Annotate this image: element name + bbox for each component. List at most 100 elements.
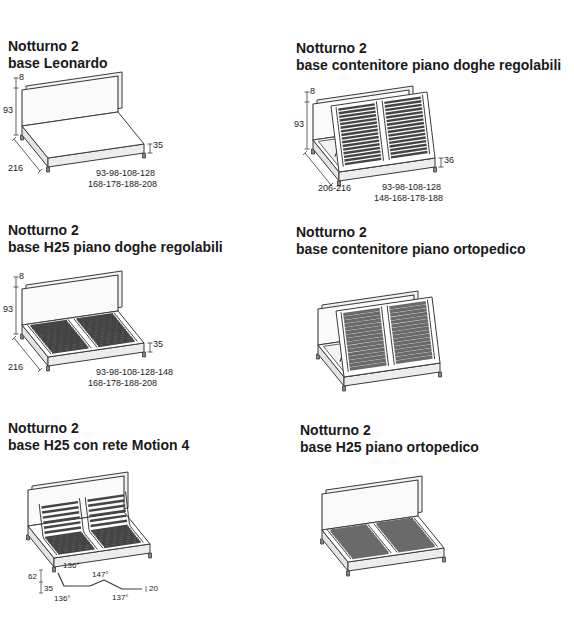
slat <box>88 500 124 505</box>
bed-leg <box>347 571 350 576</box>
slat <box>350 364 386 369</box>
angle: 136° <box>63 561 80 570</box>
slat <box>104 542 140 547</box>
dimension-line <box>14 334 19 335</box>
dimension: 8 <box>19 271 24 281</box>
panel-subtitle: base H25 con rete Motion 4 <box>8 437 189 453</box>
panel-title: Notturno 2 <box>8 420 79 436</box>
dimension: 168-178-188-208 <box>88 179 157 189</box>
panel-subtitle: base H25 piano ortopedico <box>300 439 479 455</box>
slat <box>41 502 77 507</box>
bed-leg <box>149 553 152 558</box>
panel-title: Notturno 2 <box>8 222 79 238</box>
base-top <box>22 311 144 357</box>
bed-leg <box>47 167 50 172</box>
dimension-line <box>441 158 442 167</box>
dimension-line <box>305 149 310 150</box>
dimension-line <box>303 151 307 155</box>
slat <box>88 495 124 500</box>
dimension: 36 <box>444 155 454 165</box>
panel-title: Notturno 2 <box>300 422 371 438</box>
slat <box>98 341 134 346</box>
dimension: 35 <box>153 339 163 349</box>
slat <box>43 517 79 522</box>
bed-drawing <box>317 291 442 391</box>
dimension: 93 <box>3 304 13 314</box>
dimension: 93-98-108-128 <box>96 168 155 178</box>
dimension-line <box>39 593 43 594</box>
dimension-line <box>307 92 308 149</box>
dimension-line <box>305 102 310 103</box>
bed-leg <box>439 372 442 377</box>
dimension: 35 <box>153 140 163 150</box>
dimension-line <box>439 167 444 168</box>
dimension: 93 <box>3 105 13 115</box>
bed-drawing <box>321 476 446 576</box>
dimension-line <box>39 570 43 571</box>
slat <box>89 511 125 516</box>
bed-drawing <box>21 271 146 371</box>
bed-leg <box>143 352 146 357</box>
panel-subtitle: base H25 piano doghe regolabili <box>8 239 223 255</box>
dimension-line <box>305 153 331 185</box>
slat <box>43 512 79 517</box>
dimension: 62 <box>28 572 37 581</box>
base-top <box>28 512 150 558</box>
slat <box>396 357 432 362</box>
slat <box>44 522 80 527</box>
base-top <box>22 112 144 158</box>
base-top <box>322 516 444 562</box>
panel-subtitle: base contenitore piano doghe regolabili <box>296 57 561 73</box>
slat <box>45 527 81 532</box>
dimension-lines <box>12 277 153 372</box>
slat <box>52 347 88 352</box>
dimension-lines <box>12 78 153 173</box>
dimension-line <box>148 352 153 353</box>
dimension: 93-98-108-128 <box>382 182 441 192</box>
angle: 147° <box>92 570 109 579</box>
panel-title: Notturno 2 <box>8 38 79 54</box>
dimension: 20 <box>149 584 158 593</box>
angle: 136° <box>54 594 71 603</box>
dimension-line <box>12 137 16 141</box>
dimension: 216 <box>8 163 23 173</box>
dimension: 93 <box>294 119 304 129</box>
dimension-line <box>148 144 153 145</box>
dimension: 93-98-108-128-148 <box>96 367 173 377</box>
angle: 137° <box>112 593 129 602</box>
panel-subtitle: base Leonardo <box>8 55 108 71</box>
dimension-line <box>150 343 151 352</box>
dimension: 148-168-178-188 <box>374 193 443 203</box>
slat <box>58 548 94 553</box>
dimension-line <box>148 153 153 154</box>
dimension-line <box>16 78 17 135</box>
bed-leg <box>434 167 437 172</box>
dimension: 8 <box>19 72 24 82</box>
lifting-frame <box>331 92 435 172</box>
dimension: 8 <box>310 86 315 96</box>
dimension-line <box>14 88 19 89</box>
dimension-lines <box>303 92 444 187</box>
dimension-line <box>146 586 147 592</box>
dimension-line <box>16 277 17 334</box>
bed-leg <box>47 366 50 371</box>
dimension: 216 <box>8 362 23 372</box>
dimension: 35 <box>44 584 53 593</box>
motion-profile <box>39 570 146 593</box>
bed-leg <box>53 567 56 572</box>
dimension-line <box>38 169 42 173</box>
slat <box>91 521 127 526</box>
dimension-line <box>14 78 19 79</box>
bed-drawing <box>27 472 152 572</box>
dimension-line <box>14 287 19 288</box>
lifting-frame <box>336 297 440 377</box>
slat <box>89 506 125 511</box>
slat <box>352 552 388 557</box>
dimension-line <box>150 144 151 153</box>
slat <box>391 152 427 157</box>
dimension-line <box>38 368 42 372</box>
bed-drawing <box>312 86 437 186</box>
dimension-line <box>14 277 19 278</box>
panel-title: Notturno 2 <box>296 224 367 240</box>
